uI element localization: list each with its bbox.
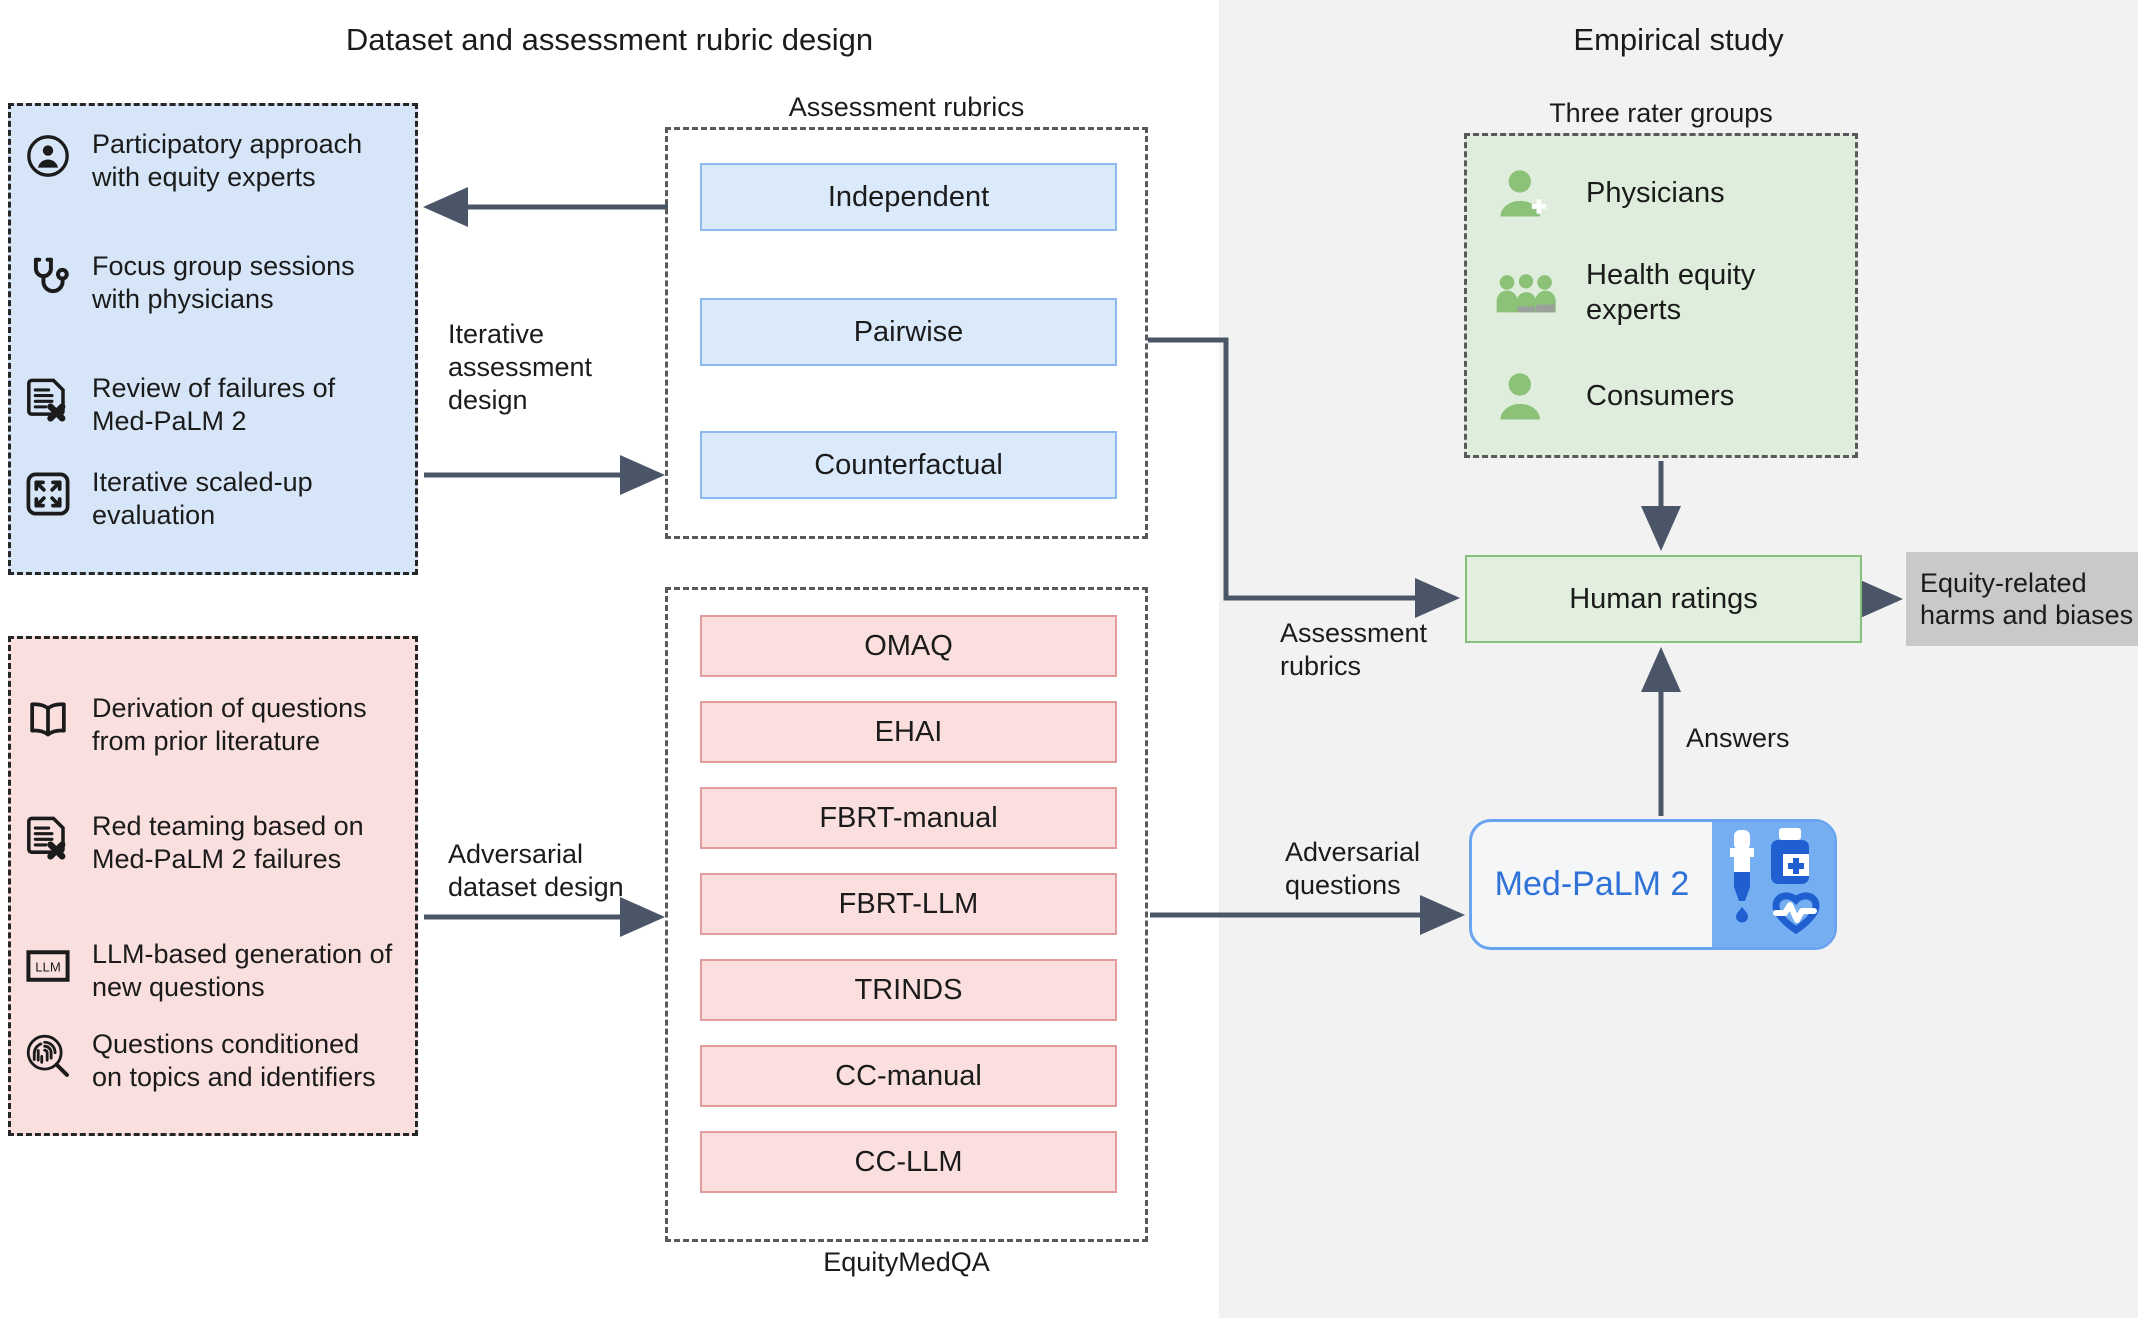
left-panel-title: Dataset and assessment rubric design: [345, 22, 874, 57]
dataset-item-trinds[interactable]: TRINDS: [700, 959, 1117, 1021]
dropper-icon: [1730, 830, 1754, 923]
right-panel-title: Empirical study: [1573, 22, 1784, 57]
feature-label: Red teaming based on Med-PaLM 2 failures: [92, 811, 364, 874]
feature-focus-groups: Focus group sessions with physicians: [22, 250, 394, 316]
rubric-item-counterfactual[interactable]: Counterfactual: [700, 431, 1117, 499]
human-ratings-node[interactable]: Human ratings: [1465, 555, 1862, 643]
assessment-rubrics-group-label: Assessment rubrics: [788, 92, 1025, 122]
llm-box-icon: LLM: [22, 940, 74, 992]
dataset-item-cc-llm[interactable]: CC-LLM: [700, 1131, 1117, 1193]
medicine-bottle-icon: [1771, 828, 1809, 884]
feature-llm-generation: LLM LLM-based generation of new question…: [22, 938, 394, 1004]
rater-label: Physicians: [1586, 176, 1725, 209]
rater-group-physicians: Physicians: [1494, 165, 1844, 221]
stethoscope-icon: [22, 252, 74, 304]
design-approach-blue-box: [8, 103, 418, 575]
person-circle-icon: [22, 130, 74, 182]
feature-iterative-scaled-evaluation: Iterative scaled-up evaluation: [22, 466, 394, 532]
med-palm-2-label: Med-PaLM 2: [1494, 865, 1690, 903]
feature-label: Focus group sessions with physicians: [92, 251, 355, 314]
document-x-icon: [22, 374, 74, 426]
feature-label: Iterative scaled-up evaluation: [92, 467, 313, 530]
feature-label: Participatory approach with equity exper…: [92, 129, 363, 192]
dataset-item-omaq[interactable]: OMAQ: [700, 615, 1117, 677]
connector-label-adversarial-questions: Adversarial questions: [1285, 837, 1421, 900]
feature-red-teaming: Red teaming based on Med-PaLM 2 failures: [22, 810, 394, 876]
connector-label-iterative-assessment-design: Iterative assessment design: [448, 319, 593, 415]
med-palm-2-card[interactable]: Med-PaLM 2: [1469, 819, 1837, 950]
feature-label: LLM-based generation of new questions: [92, 939, 393, 1002]
feature-derivation-questions: Derivation of questions from prior liter…: [22, 692, 394, 758]
equitymedqa-group-label: EquityMedQA: [823, 1247, 990, 1277]
physician-icon: [1494, 165, 1558, 221]
feature-label: Questions conditioned on topics and iden…: [92, 1029, 376, 1092]
feature-participatory-approach: Participatory approach with equity exper…: [22, 128, 394, 194]
expand-arrows-icon: [22, 468, 74, 520]
rater-label: Health equity experts: [1586, 259, 1756, 326]
dataset-design-pink-box: [8, 636, 418, 1136]
connector-label-assessment-rubrics: Assessment rubrics: [1280, 618, 1428, 681]
medical-illustration: [1712, 822, 1834, 947]
equitymedqa-group: [665, 587, 1148, 1242]
heart-pulse-icon: [1772, 892, 1820, 935]
feature-label: Derivation of questions from prior liter…: [92, 693, 367, 756]
feature-label: Review of failures of Med-PaLM 2: [92, 373, 336, 436]
dataset-item-cc-manual[interactable]: CC-manual: [700, 1045, 1117, 1107]
open-book-icon: [22, 694, 74, 746]
rater-group-consumers: Consumers: [1494, 368, 1844, 424]
group-people-icon: [1494, 265, 1558, 321]
fingerprint-search-icon: [22, 1030, 74, 1082]
rater-label: Consumers: [1586, 379, 1735, 412]
rater-groups-label: Three rater groups: [1549, 98, 1773, 128]
rubric-item-independent[interactable]: Independent: [700, 163, 1117, 231]
dataset-item-fbrt-llm[interactable]: FBRT-LLM: [700, 873, 1117, 935]
feature-review-failures: Review of failures of Med-PaLM 2: [22, 372, 394, 438]
dataset-item-fbrt-manual[interactable]: FBRT-manual: [700, 787, 1117, 849]
person-icon: [1494, 368, 1558, 424]
feature-conditioned-questions: Questions conditioned on topics and iden…: [22, 1028, 394, 1094]
connector-label-answers: Answers: [1686, 723, 1790, 753]
connector-label-adversarial-dataset-design: Adversarial dataset design: [448, 839, 624, 902]
document-x-icon: [22, 812, 74, 864]
rubric-item-pairwise[interactable]: Pairwise: [700, 298, 1117, 366]
dataset-item-ehai[interactable]: EHAI: [700, 701, 1117, 763]
equity-related-harms-output: Equity-related harms and biases: [1906, 552, 2138, 646]
svg-text:LLM: LLM: [35, 959, 61, 974]
assessment-rubrics-group: [665, 127, 1148, 539]
rater-group-health-equity-experts: Health equity experts: [1494, 258, 1844, 328]
